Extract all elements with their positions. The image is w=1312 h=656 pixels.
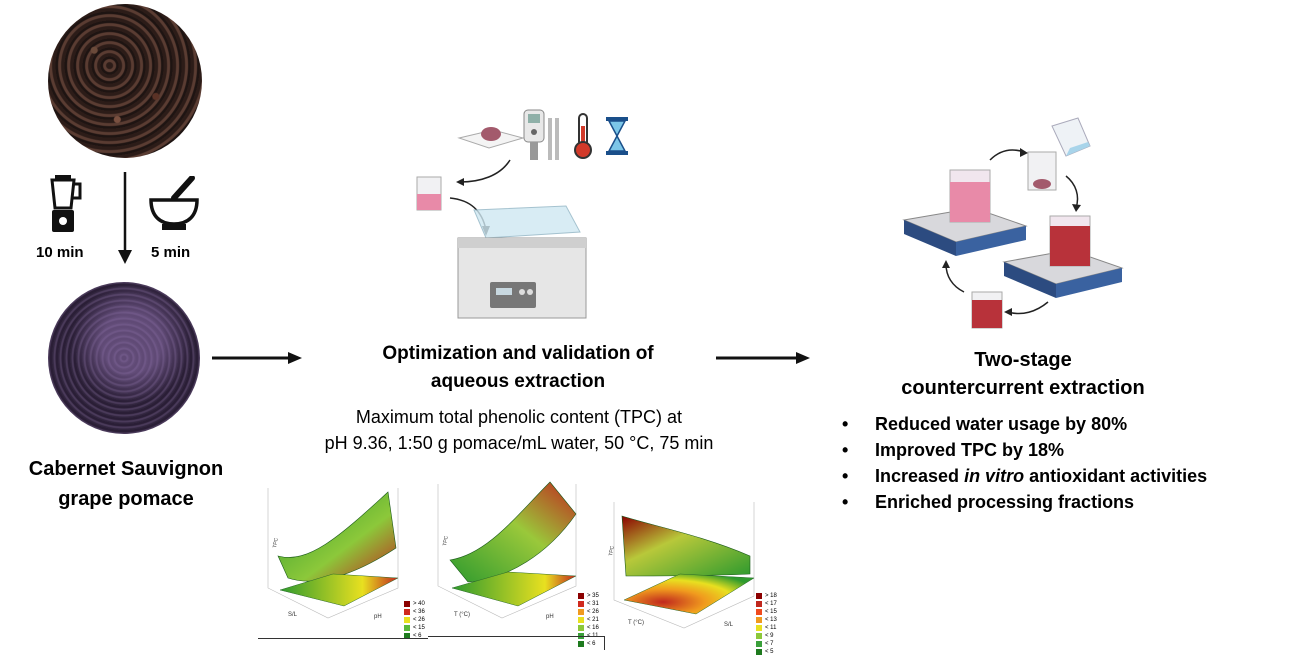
legend-item: < 26 bbox=[404, 616, 425, 624]
response-surface-plot-1: TPC S/L pH > 40 < 36 < 26 < 15 < 6 bbox=[258, 478, 428, 640]
ground-pomace-photo bbox=[48, 282, 200, 434]
countercurrent-title-line1: Two-stage bbox=[974, 349, 1072, 371]
blender-time-label: 10 min bbox=[36, 244, 84, 261]
dry-pomace-photo bbox=[48, 4, 202, 158]
bullet-item: Improved TPC by 18% bbox=[842, 437, 1302, 463]
legend-item: < 6 bbox=[404, 632, 425, 640]
pomace-label-line1: Cabernet Sauvignon bbox=[28, 458, 224, 480]
stirrer-1-icon bbox=[902, 169, 1028, 256]
surface-1-axis-y: S/L bbox=[288, 612, 298, 618]
optimization-title: Optimization and validation of aqueous e… bbox=[318, 340, 718, 396]
bullet-item: Reduced water usage by 80% bbox=[842, 411, 1302, 437]
thermometer-icon bbox=[574, 113, 592, 159]
mortar-pestle-icon bbox=[149, 176, 199, 230]
legend-item: > 40 bbox=[404, 600, 425, 608]
legend-item: < 13 bbox=[756, 616, 777, 624]
bullet-item: Enriched processing fractions bbox=[842, 489, 1302, 515]
legend-item: > 35 bbox=[578, 592, 599, 600]
legend-item: < 15 bbox=[756, 608, 777, 616]
legend-item: > 18 bbox=[756, 592, 777, 600]
optimization-description: Maximum total phenolic content (TPC) at … bbox=[264, 404, 774, 456]
flow-arrow-2 bbox=[716, 352, 810, 364]
plot-frame-line bbox=[258, 638, 428, 639]
legend-item: < 16 bbox=[578, 624, 599, 632]
legend-item: < 9 bbox=[756, 632, 777, 640]
pomace-label: Cabernet Sauvignon grape pomace bbox=[8, 454, 244, 514]
optimization-desc-line2: pH 9.36, 1:50 g pomace/mL water, 50 °C, … bbox=[324, 433, 714, 453]
plot-frame-line bbox=[604, 636, 605, 650]
legend-item: < 15 bbox=[404, 624, 425, 632]
pomace-label-line2: grape pomace bbox=[58, 488, 194, 510]
surface-2-axis-x: pH bbox=[546, 614, 554, 620]
pomace-dish-icon bbox=[457, 127, 525, 149]
beaker-pink-icon bbox=[416, 176, 442, 211]
optimization-desc-line1: Maximum total phenolic content (TPC) at bbox=[355, 407, 683, 427]
flow-arrow-1 bbox=[212, 352, 302, 364]
countercurrent-title-line2: countercurrent extraction bbox=[901, 377, 1145, 399]
surface-3-legend: > 18 < 17 < 15 < 13 < 11 < 9 < 7 < 5 bbox=[756, 592, 777, 656]
stirrer-2-icon bbox=[1002, 215, 1124, 298]
legend-item: < 17 bbox=[756, 600, 777, 608]
svg-text:TPC: TPC bbox=[608, 545, 616, 556]
bullet-item: Increased in vitro antioxidant activitie… bbox=[842, 463, 1302, 489]
response-surface-plot-2: TPC T (°C) pH > 35 < 31 < 26 < 21 < 16 <… bbox=[428, 474, 604, 647]
pomace-beaker-icon bbox=[1027, 151, 1057, 191]
surface-1-legend: > 40 < 36 < 26 < 15 < 6 bbox=[404, 600, 425, 640]
legend-item: < 31 bbox=[578, 600, 599, 608]
legend-item: < 6 bbox=[578, 640, 599, 648]
legend-item: < 5 bbox=[756, 648, 777, 656]
beaker-red-icon bbox=[971, 291, 1003, 329]
mortar-time-label: 5 min bbox=[151, 244, 191, 261]
water-beaker-icon bbox=[1051, 117, 1091, 157]
blender-icon bbox=[50, 175, 82, 232]
surface-2-axis-y: T (°C) bbox=[454, 612, 470, 618]
countercurrent-extraction-illustration bbox=[902, 117, 1124, 329]
surface-plot-3-graphic: TPC T (°C) S/L bbox=[608, 502, 755, 629]
countercurrent-title: Two-stage countercurrent extraction bbox=[860, 346, 1186, 402]
legend-item: < 11 bbox=[756, 624, 777, 632]
water-bath-icon bbox=[457, 205, 587, 319]
optimization-title-line1: Optimization and validation of bbox=[382, 343, 654, 364]
legend-item: < 7 bbox=[756, 640, 777, 648]
surface-plot-2-graphic: TPC T (°C) pH bbox=[437, 481, 577, 620]
legend-item: < 26 bbox=[578, 608, 599, 616]
response-surface-plot-3: TPC T (°C) S/L > 18 < 17 < 15 < 13 < 11 … bbox=[604, 496, 784, 655]
hourglass-icon bbox=[606, 117, 628, 155]
legend-item: < 21 bbox=[578, 616, 599, 624]
surface-3-axis-x: S/L bbox=[724, 622, 734, 628]
process-down-arrow bbox=[118, 172, 132, 264]
ph-meter-icon bbox=[523, 109, 559, 160]
surface-2-legend: > 35 < 31 < 26 < 21 < 16 < 11 < 6 bbox=[578, 592, 599, 648]
plot-frame-line bbox=[428, 636, 604, 637]
legend-item: < 36 bbox=[404, 608, 425, 616]
results-bullet-list: Reduced water usage by 80% Improved TPC … bbox=[842, 411, 1302, 515]
surface-1-axis-x: pH bbox=[374, 614, 382, 620]
surface-plot-1-graphic: TPC S/L pH bbox=[267, 488, 399, 620]
surface-3-axis-y: T (°C) bbox=[628, 620, 644, 626]
svg-text:TPC: TPC bbox=[272, 537, 280, 548]
svg-text:TPC: TPC bbox=[442, 535, 450, 546]
optimization-title-line2: aqueous extraction bbox=[430, 371, 606, 392]
